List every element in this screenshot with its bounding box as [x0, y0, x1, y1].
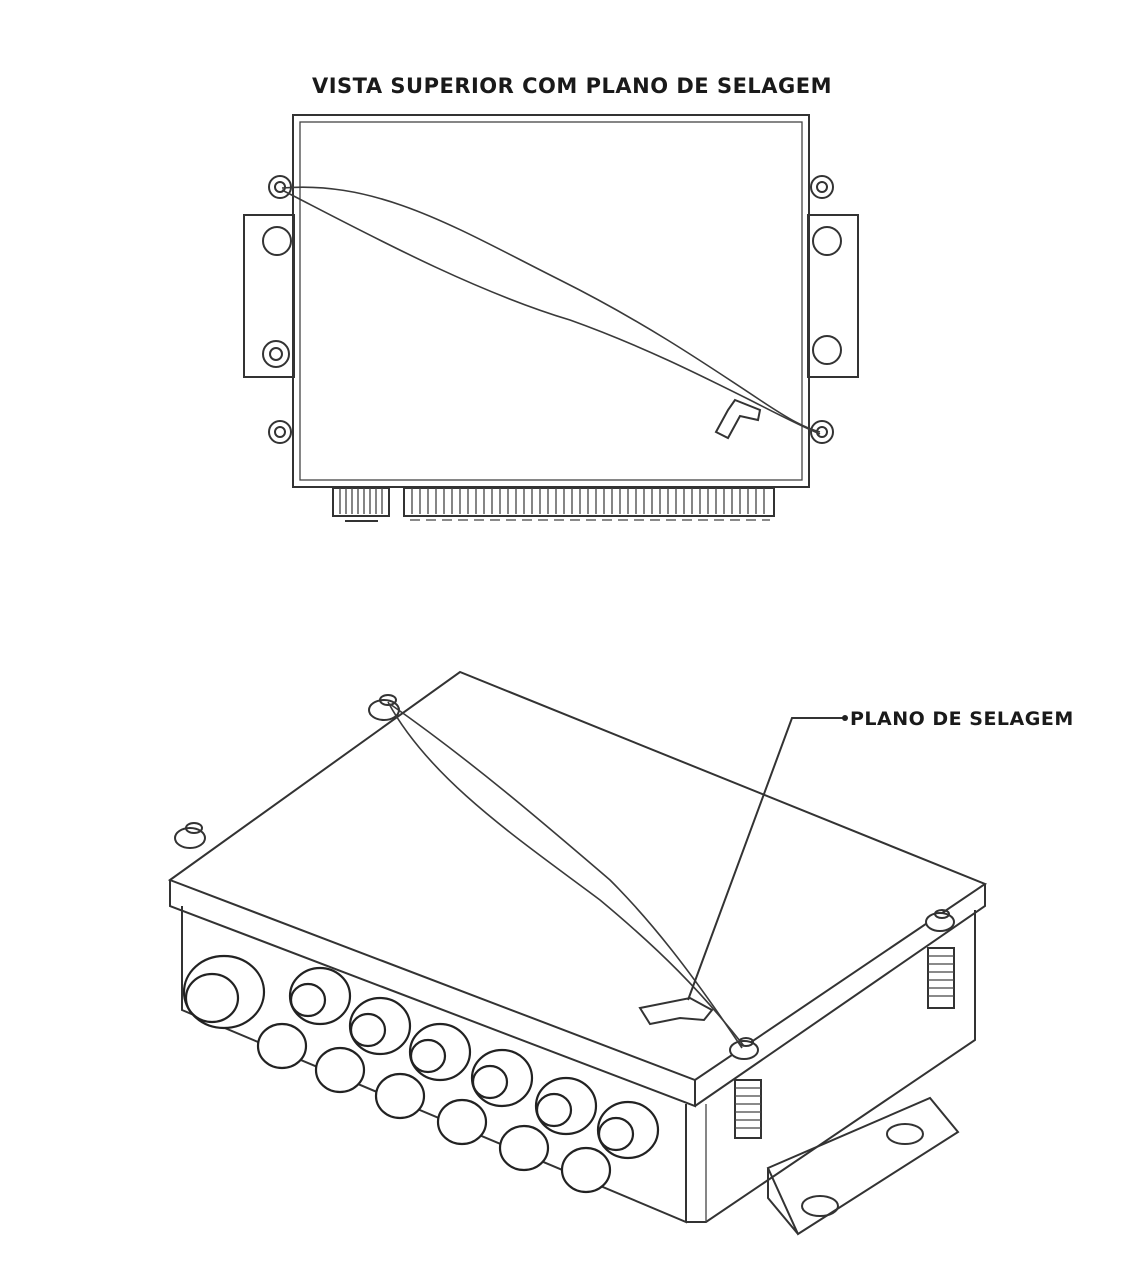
top-view-lid-outline	[299, 121, 803, 481]
top-view-cable-gland-row	[332, 487, 775, 522]
iso-screw-front	[729, 1037, 762, 1139]
right-bracket-hole-top	[812, 226, 842, 256]
iso-screw-right	[925, 909, 955, 1009]
callout-leader-line	[687, 717, 845, 1001]
cable-gland-lower-3	[374, 1072, 426, 1120]
sealing-plan-callout-label: PLANO DE SELAGEM	[850, 708, 1074, 730]
screw-top-right	[810, 175, 834, 199]
iso-screw-top-left	[174, 822, 206, 849]
iso-mounting-bracket	[766, 1096, 960, 1236]
left-mounting-bracket	[243, 214, 295, 378]
cable-gland-upper-5	[534, 1076, 598, 1136]
callout-leader-dot	[842, 715, 848, 721]
right-mounting-bracket	[807, 214, 859, 378]
iso-body-right-face	[686, 910, 976, 1223]
cable-gland-upper-4	[470, 1048, 534, 1108]
cable-gland-upper-6	[596, 1100, 660, 1160]
cable-gland-lower-4	[436, 1098, 488, 1146]
top-view-title: VISTA SUPERIOR COM PLANO DE SELAGEM	[311, 74, 833, 98]
iso-lid-top-face	[167, 670, 988, 1082]
screw-bottom-left	[268, 420, 292, 444]
cable-gland-upper-1	[288, 966, 352, 1026]
top-view-drawing	[243, 114, 859, 522]
cable-gland-lower-6	[560, 1146, 612, 1194]
isometric-view-drawing	[167, 670, 988, 1236]
left-bracket-hole-top	[262, 226, 292, 256]
iso-seal-lead	[638, 996, 714, 1026]
cable-gland-lower-5	[498, 1124, 550, 1172]
screw-middle-left	[262, 340, 290, 368]
top-view-seal-lead	[714, 398, 762, 440]
cable-gland-lower-1	[256, 1022, 308, 1070]
top-view-seal-wire	[281, 186, 821, 433]
cable-gland-upper-3	[408, 1022, 472, 1082]
cable-gland-upper-2	[348, 996, 412, 1056]
cable-gland-large	[182, 954, 266, 1030]
right-bracket-hole-bottom	[812, 335, 842, 365]
iso-seal-wire	[387, 701, 745, 1047]
iso-cable-glands	[182, 954, 660, 1194]
cable-gland-lower-2	[314, 1046, 366, 1094]
iso-body-front-face	[181, 906, 687, 1224]
